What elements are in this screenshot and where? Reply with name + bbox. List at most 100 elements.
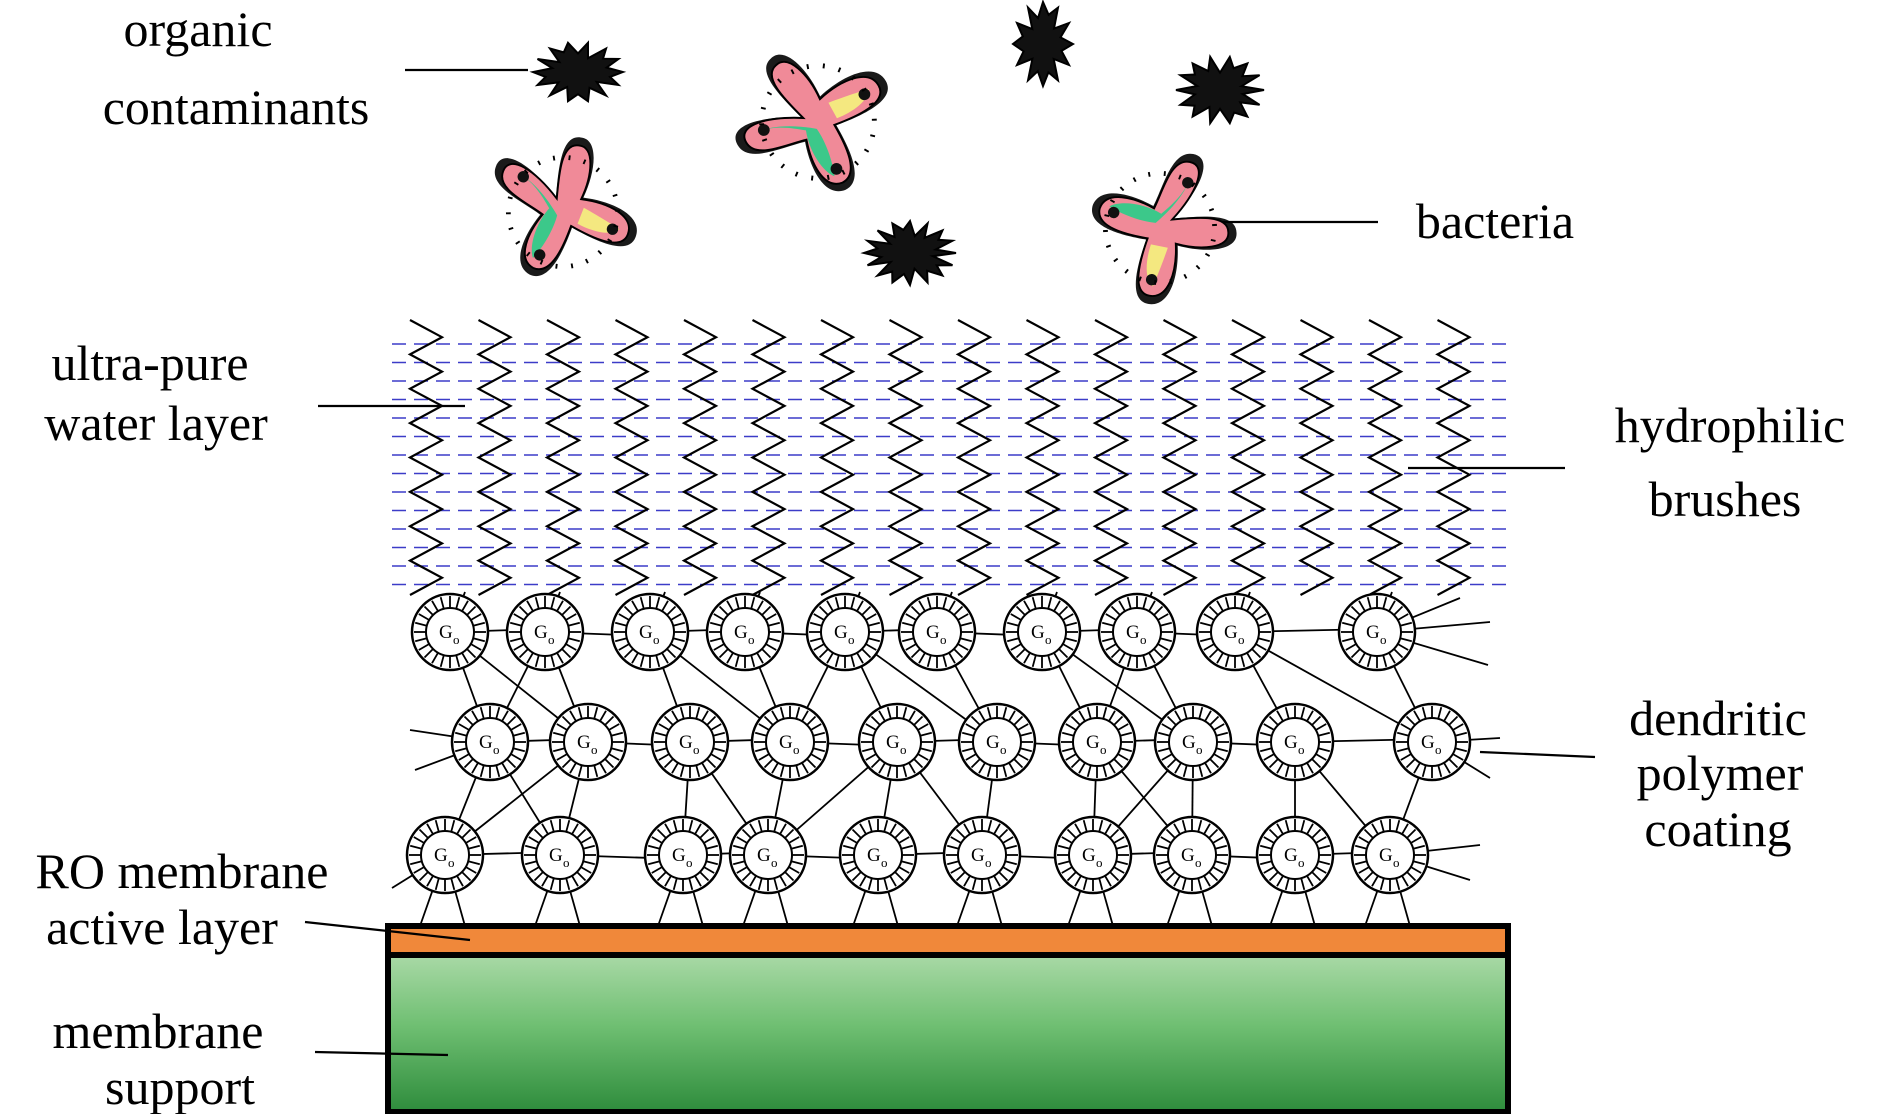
dendrimer-spoke (1119, 747, 1133, 753)
dendrimer-spoke (470, 613, 482, 621)
dendrimer-spoke (549, 819, 555, 833)
dendrimer-spoke (541, 875, 549, 887)
dendrimer-spoke (1437, 764, 1443, 778)
dendrimer-spoke (813, 643, 825, 651)
dendrimer-spoke (618, 613, 630, 621)
dendrimer-spoke (812, 747, 826, 753)
dendrimer-spoke (556, 753, 568, 761)
dendrimer-spoke (1002, 764, 1008, 778)
dendrimer-spoke (1174, 762, 1182, 774)
dendrimer-spoke (971, 819, 977, 833)
dendrimer-spoke (1019, 731, 1033, 737)
dendrimer-label: G (1421, 732, 1435, 753)
dendrimer-spoke (701, 710, 709, 722)
dendrimer-sub: o (453, 632, 460, 647)
dendrimer-spoke (917, 753, 929, 761)
dendrimer-spoke (705, 844, 719, 850)
dendrimer-spoke (754, 731, 768, 737)
dendrimer-spoke (732, 860, 746, 866)
dendrimer-spoke (663, 758, 674, 769)
dendrimer-spoke (950, 866, 962, 874)
bacterium-fringe (513, 181, 519, 186)
bacterium-fringe (777, 78, 782, 84)
dendrimer-spoke (549, 877, 555, 891)
dendrimer-spoke (472, 621, 486, 627)
dendrimer-spoke (1161, 753, 1173, 761)
dendrimer-spoke (1159, 621, 1173, 627)
dendrimer-spoke (765, 643, 777, 651)
dendrimer-spoke (1165, 871, 1176, 882)
dendrimer-spoke (902, 706, 908, 720)
dendrimer-spoke (1157, 747, 1171, 753)
dendrimer-spoke (1064, 637, 1078, 643)
bacterium-fringe (794, 171, 799, 177)
dendrimer-spoke (756, 600, 764, 612)
dendrimer-spoke (671, 762, 679, 774)
dendrimer-core (535, 830, 585, 880)
dendrimer-spoke (889, 875, 897, 887)
label-brushes-line1: hydrophilic (1615, 397, 1846, 453)
bacterium-fringe (766, 91, 773, 96)
dendrimer-spoke (434, 819, 440, 833)
dendrimer-spoke (1406, 871, 1417, 882)
bacterium-fringe (582, 159, 587, 165)
bacterium-body (1098, 160, 1230, 297)
dendrimer-spoke (710, 723, 722, 731)
dendrimer-spoke (1363, 828, 1374, 839)
dendrimer-spoke (1015, 605, 1026, 616)
dendrimer-spoke (509, 637, 523, 643)
dendrimer-label: G (639, 622, 653, 643)
dendrimer-spoke (664, 875, 672, 887)
dendrimer-spoke (1086, 706, 1092, 720)
dendrimer-spoke (409, 860, 423, 866)
dendrimer-spoke (455, 596, 461, 610)
dendrimer-spoke (851, 871, 862, 882)
dendrimer-spoke (465, 836, 477, 844)
dendrimer-core (465, 717, 515, 767)
dendrimer-spoke (859, 823, 867, 835)
brush-chain (1366, 319, 1404, 596)
dendrimer-spoke (758, 723, 770, 731)
brush-chain (1092, 319, 1130, 596)
dendrimer-spoke (908, 710, 916, 722)
dendrimer-spoke (1363, 871, 1374, 882)
dendrimer-spoke (651, 836, 663, 844)
dendrimer-spoke (1023, 600, 1031, 612)
dendrimer-spoke (1053, 600, 1061, 612)
dendrimer-spoke (750, 596, 756, 610)
dendrimer-spoke (784, 871, 795, 882)
dendrimer-spoke (1117, 723, 1129, 731)
bacterium-fringe (759, 123, 765, 126)
dendrimer-spoke (567, 621, 581, 627)
dendrimer-spoke (1395, 877, 1401, 891)
dendrimer-spoke (1065, 753, 1077, 761)
dendrimer-spoke (970, 715, 981, 726)
dendrimer-core (743, 830, 793, 880)
dendrimer-spoke (861, 648, 872, 659)
bacterium-dot (533, 249, 546, 261)
dendrimer-spoke (1023, 652, 1031, 664)
dendrimer-spoke (1382, 596, 1388, 610)
dendrimer-spoke (1276, 762, 1284, 774)
dendrimer-spoke (1454, 747, 1468, 753)
dendrimer-spoke (1311, 828, 1322, 839)
dendrimer-spoke (672, 637, 686, 643)
dendrimer-spoke (1118, 600, 1126, 612)
dendrimer-spoke (1203, 875, 1211, 887)
dendrimer-spoke (1110, 648, 1121, 659)
dendrimer-spoke (948, 600, 956, 612)
dendrimer-spoke (865, 643, 877, 651)
dendrimer-spoke (565, 877, 571, 891)
leader-dendritic (1479, 750, 1596, 759)
dendrimer-label: G (679, 732, 693, 753)
dendrimer-spoke (565, 613, 577, 621)
dendrimer-spoke (699, 828, 710, 839)
dendrimer-spoke (1031, 654, 1037, 668)
dendrimer-spoke (663, 715, 674, 726)
